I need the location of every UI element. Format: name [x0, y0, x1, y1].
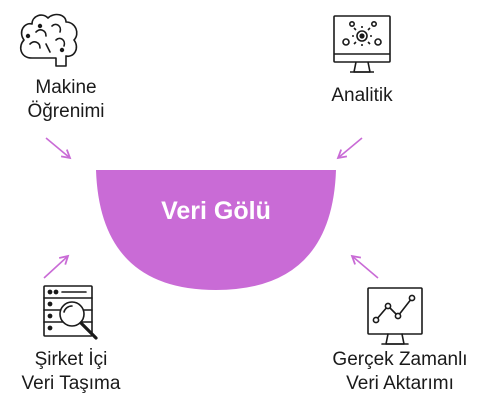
onprem-label: Şirket İçi Veri Taşıma [6, 348, 136, 396]
ml-label: Makine Öğrenimi [16, 76, 116, 124]
analytics-label: Analitik [312, 84, 412, 108]
ml-label-line-1: Makine [35, 77, 97, 98]
onprem-label-line-1: Şirket İçi [34, 349, 108, 370]
monitor-chart-icon [367, 287, 423, 345]
analytics-label-line-1: Analitik [331, 85, 393, 106]
realtime-label-line-2: Veri Aktarımı [346, 373, 454, 394]
realtime-label: Gerçek Zamanlı Veri Aktarımı [320, 348, 480, 396]
arrow-analytics-to-lake [336, 137, 363, 160]
arrow-realtime-to-lake [350, 254, 379, 279]
data-lake-bowl [96, 170, 336, 290]
arrow-ml-to-lake [45, 137, 72, 160]
onprem-label-line-2: Veri Taşıma [21, 373, 121, 394]
arrow-onprem-to-lake [43, 254, 70, 279]
server-search-icon [43, 285, 98, 340]
brain-icon [19, 13, 78, 67]
ml-label-line-2: Öğrenimi [27, 101, 105, 122]
data-lake-label: Veri Gölü [161, 197, 271, 225]
realtime-label-line-1: Gerçek Zamanlı [332, 349, 468, 370]
monitor-gears-icon [333, 15, 391, 73]
